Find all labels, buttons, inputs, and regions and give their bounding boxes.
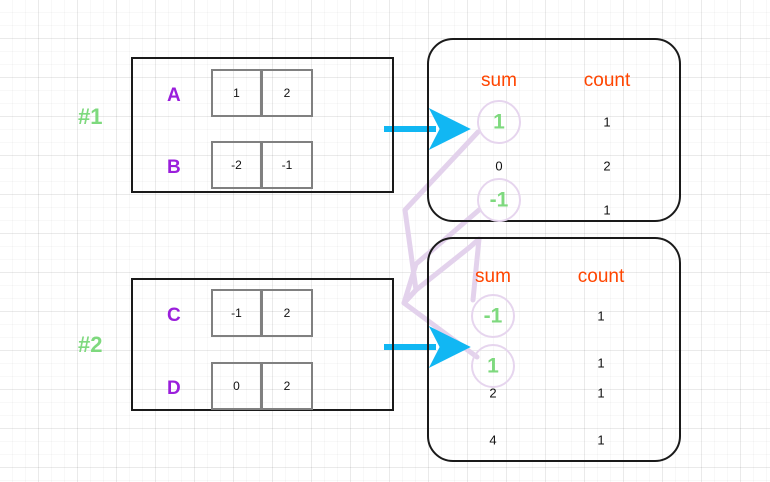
aggregate-table-2: sum count -1 1 1 1 2 1 4 1 [427,237,681,462]
partition-label-1: #1 [78,104,103,129]
aggregate-table-2-sum-0: -1 [483,304,503,328]
partition-1-row-A-cell-0: 1 [211,69,262,117]
aggregate-table-2-count-2: 1 [597,385,605,401]
partition-2-row-C-cell-0: -1 [211,289,262,337]
partition-1-row-key-B: B [167,157,181,178]
aggregate-table-1-sum-0: 1 [493,110,505,134]
partition-2-row-D-cell-1: 2 [262,362,313,410]
aggregate-table-2-sum-1: 1 [487,354,499,378]
partition-1-row-B-cell-1: -1 [262,141,313,189]
aggregate-table-1: sum count 1 1 0 2 -1 1 [427,38,681,222]
aggregate-table-1-header-sum: sum [481,70,517,91]
aggregate-table-2-sum-2: 2 [489,385,497,401]
aggregate-table-2-count-3: 1 [597,432,605,448]
aggregate-table-1-count-0: 1 [603,114,611,130]
partition-1-row-B-cells: -2 -1 [211,141,313,189]
partition-2-row-C-cell-1: 2 [262,289,313,337]
partition-label-2: #2 [78,332,103,357]
partition-box-2: C -1 2 D 0 2 [131,278,394,411]
partition-2-row-key-D: D [167,378,181,399]
aggregate-table-1-count-2: 1 [603,202,611,218]
aggregate-table-1-sum-2: -1 [489,188,509,212]
partition-1-row-B-cell-0: -2 [211,141,262,189]
aggregate-table-2-highlight-circle-0 [471,294,515,338]
partition-1-row-A-cell-1: 2 [262,69,313,117]
aggregate-table-2-header-count: count [577,266,625,287]
partition-2-row-C-cells: -1 2 [211,289,313,337]
partition-1-row-A-cells: 1 2 [211,69,313,117]
aggregate-table-1-highlight-circle-2 [477,178,521,222]
aggregate-table-2-header-sum: sum [475,266,511,287]
aggregate-table-1-highlight-circle-0 [477,100,521,144]
aggregate-table-2-sum-3: 4 [489,432,497,448]
aggregate-table-1-sum-1: 0 [495,158,503,174]
aggregate-table-2-highlight-circle-1 [471,344,515,388]
aggregate-table-2-count-1: 1 [597,355,605,371]
partition-2-row-D-cell-0: 0 [211,362,262,410]
partition-2-row-key-C: C [167,305,181,326]
aggregate-table-1-count-1: 2 [603,158,611,174]
partition-2-row-D-cells: 0 2 [211,362,313,410]
aggregate-table-2-count-0: 1 [597,308,605,324]
partition-1-row-key-A: A [167,85,181,106]
partition-box-1: A 1 2 B -2 -1 [131,57,394,193]
aggregate-table-1-header-count: count [583,70,631,91]
